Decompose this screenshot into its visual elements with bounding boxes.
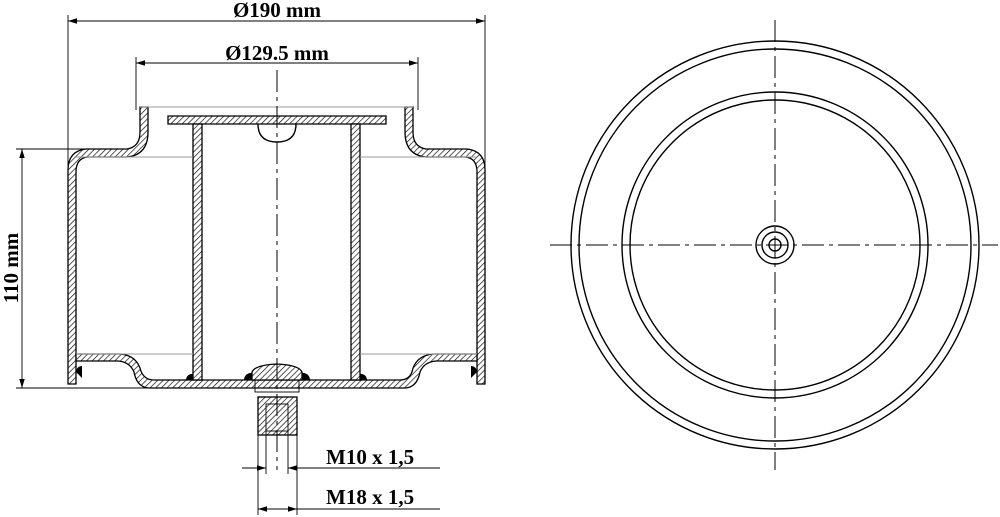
thread-outer-label: M18 x 1,5 — [326, 485, 414, 509]
inner-tube-right-wall — [350, 123, 361, 381]
piston-shell — [75, 353, 478, 389]
inner-tube-left-wall — [192, 123, 203, 381]
outer-diameter-label: Ø190 mm — [233, 0, 322, 22]
dimension-lines — [16, 15, 486, 515]
thread-inner-label: M10 x 1,5 — [326, 445, 414, 469]
top-plate-diameter-label: Ø129.5 mm — [225, 41, 329, 65]
weld-bead — [302, 372, 311, 380]
dimension-labels: Ø190 mm Ø129.5 mm 110 mm M10 x 1,5 M18 x… — [0, 0, 414, 509]
top-plan-view — [550, 20, 998, 470]
weld-bead — [471, 366, 477, 378]
weld-bead — [243, 372, 252, 380]
weld-bead — [185, 373, 193, 380]
bellows-wall-right — [404, 106, 486, 385]
weld-bead — [360, 373, 368, 380]
side-section-view — [67, 70, 486, 470]
weld-bead — [76, 366, 82, 378]
height-label: 110 mm — [0, 232, 23, 303]
